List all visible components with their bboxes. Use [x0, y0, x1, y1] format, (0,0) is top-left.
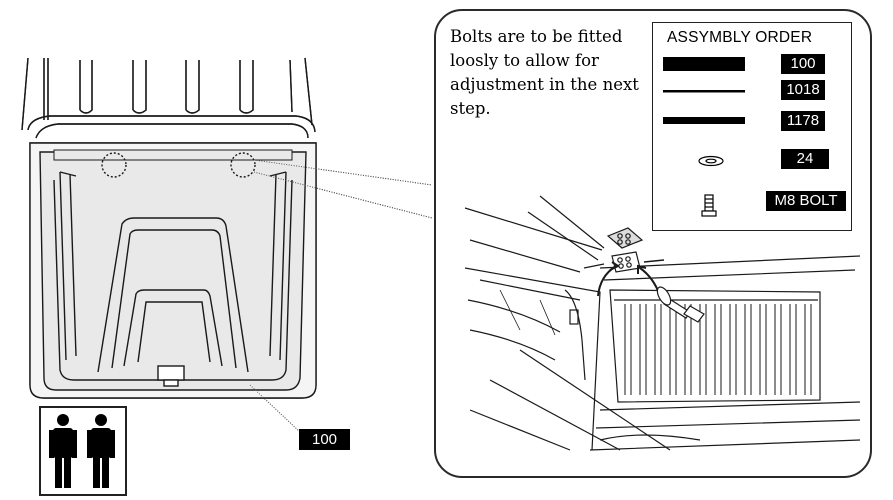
part-1178-bar: [663, 117, 745, 124]
code-label-24: 24: [781, 149, 829, 169]
instruction-note: Bolts are to be fitted loosly to allow f…: [450, 27, 639, 118]
code-label-1018: 1018: [781, 80, 825, 100]
code-label-1178: 1178: [781, 111, 825, 131]
bolt-icon: [701, 194, 717, 217]
part-100-bar: [663, 57, 745, 71]
assembly-order-panel: ASSYMBLY ORDER 100 1018 1178 24 M8 BOLT: [652, 22, 852, 231]
assembly-order-symbols: [663, 57, 745, 217]
part-1018-bar: [663, 90, 745, 93]
code-label-m8-bolt: M8 BOLT: [766, 191, 846, 211]
washer-icon: [698, 155, 724, 167]
code-label-100: 100: [781, 54, 825, 74]
two-person-lift-icon: [39, 406, 127, 496]
assembly-order-title: ASSYMBLY ORDER: [667, 29, 813, 46]
part-callout-100: 100: [299, 429, 350, 450]
person-icon-left: [49, 414, 77, 488]
person-icon-right: [87, 414, 115, 488]
